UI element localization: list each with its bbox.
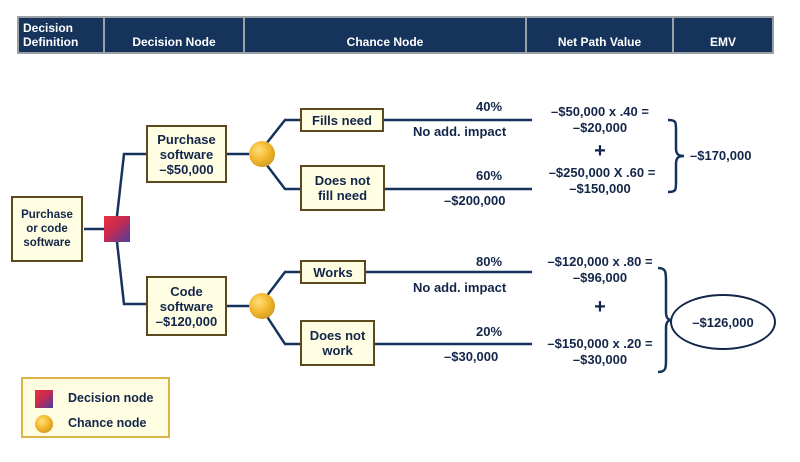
outcome-does-not-work-box: Does not work bbox=[300, 320, 375, 366]
header-net-path-value: Net Path Value bbox=[527, 18, 672, 52]
outcome-label: Fills need bbox=[312, 112, 372, 128]
header-chance-node: Chance Node bbox=[245, 18, 525, 52]
legend: Decision node Chance node bbox=[21, 377, 170, 438]
outcome-label: Does not work bbox=[309, 328, 366, 358]
code-software-label: Code software –$120,000 bbox=[155, 283, 218, 329]
impact-label: –$200,000 bbox=[444, 193, 506, 208]
header-emv: EMV bbox=[674, 18, 772, 52]
chance-node-icon bbox=[249, 141, 275, 167]
probability-label: 40% bbox=[476, 99, 503, 114]
emv-code-oval: –$126,000 bbox=[670, 294, 776, 350]
net-path-result: –$30,000 bbox=[572, 352, 628, 367]
outcome-does-not-fill-need-box: Does not fill need bbox=[300, 165, 385, 211]
plus-sign: + bbox=[594, 140, 606, 162]
probability-label: 20% bbox=[476, 324, 503, 339]
net-path-result: –$150,000 bbox=[569, 181, 631, 196]
net-path-result: –$20,000 bbox=[572, 120, 628, 135]
outcome-works-box: Works bbox=[300, 260, 366, 284]
impact-label: No add. impact bbox=[413, 124, 507, 139]
outcome-fills-need-box: Fills need bbox=[300, 108, 384, 132]
probability-label: 60% bbox=[476, 168, 503, 183]
chance-node-icon bbox=[249, 293, 275, 319]
impact-label: –$30,000 bbox=[444, 349, 499, 364]
plus-sign: + bbox=[594, 296, 606, 318]
net-path-calc: –$250,000 X .60 = bbox=[548, 165, 656, 180]
purchase-software-box: Purchase software –$50,000 bbox=[146, 125, 227, 183]
net-path-calc: –$50,000 x .40 = bbox=[551, 104, 649, 119]
emv-code-value: –$126,000 bbox=[692, 314, 754, 330]
legend-chance-label: Chance node bbox=[68, 416, 147, 430]
legend-decision-label: Decision node bbox=[68, 391, 154, 405]
net-path-calc: –$120,000 x .80 = bbox=[547, 254, 653, 269]
probability-label: 80% bbox=[476, 254, 503, 269]
header-decision-node: Decision Node bbox=[105, 18, 243, 52]
root-decision-label: Purchase or code software bbox=[21, 209, 73, 249]
header-decision-definition: Decision Definition bbox=[19, 18, 103, 52]
impact-label: No add. impact bbox=[413, 280, 507, 295]
outcome-label: Does not fill need bbox=[314, 173, 371, 203]
chance-node-icon bbox=[35, 415, 53, 433]
root-decision-box: Purchase or code software bbox=[11, 196, 83, 262]
decision-node-icon bbox=[104, 216, 130, 242]
outcome-label: Works bbox=[313, 264, 353, 280]
net-path-calc: –$150,000 x .20 = bbox=[547, 336, 653, 351]
decision-node-icon bbox=[35, 390, 53, 408]
purchase-software-label: Purchase software –$50,000 bbox=[157, 131, 216, 177]
net-path-result: –$96,000 bbox=[572, 270, 628, 285]
code-software-box: Code software –$120,000 bbox=[146, 276, 227, 336]
table-header: Decision Definition Decision Node Chance… bbox=[17, 16, 774, 54]
emv-purchase-value: –$170,000 bbox=[690, 148, 752, 163]
